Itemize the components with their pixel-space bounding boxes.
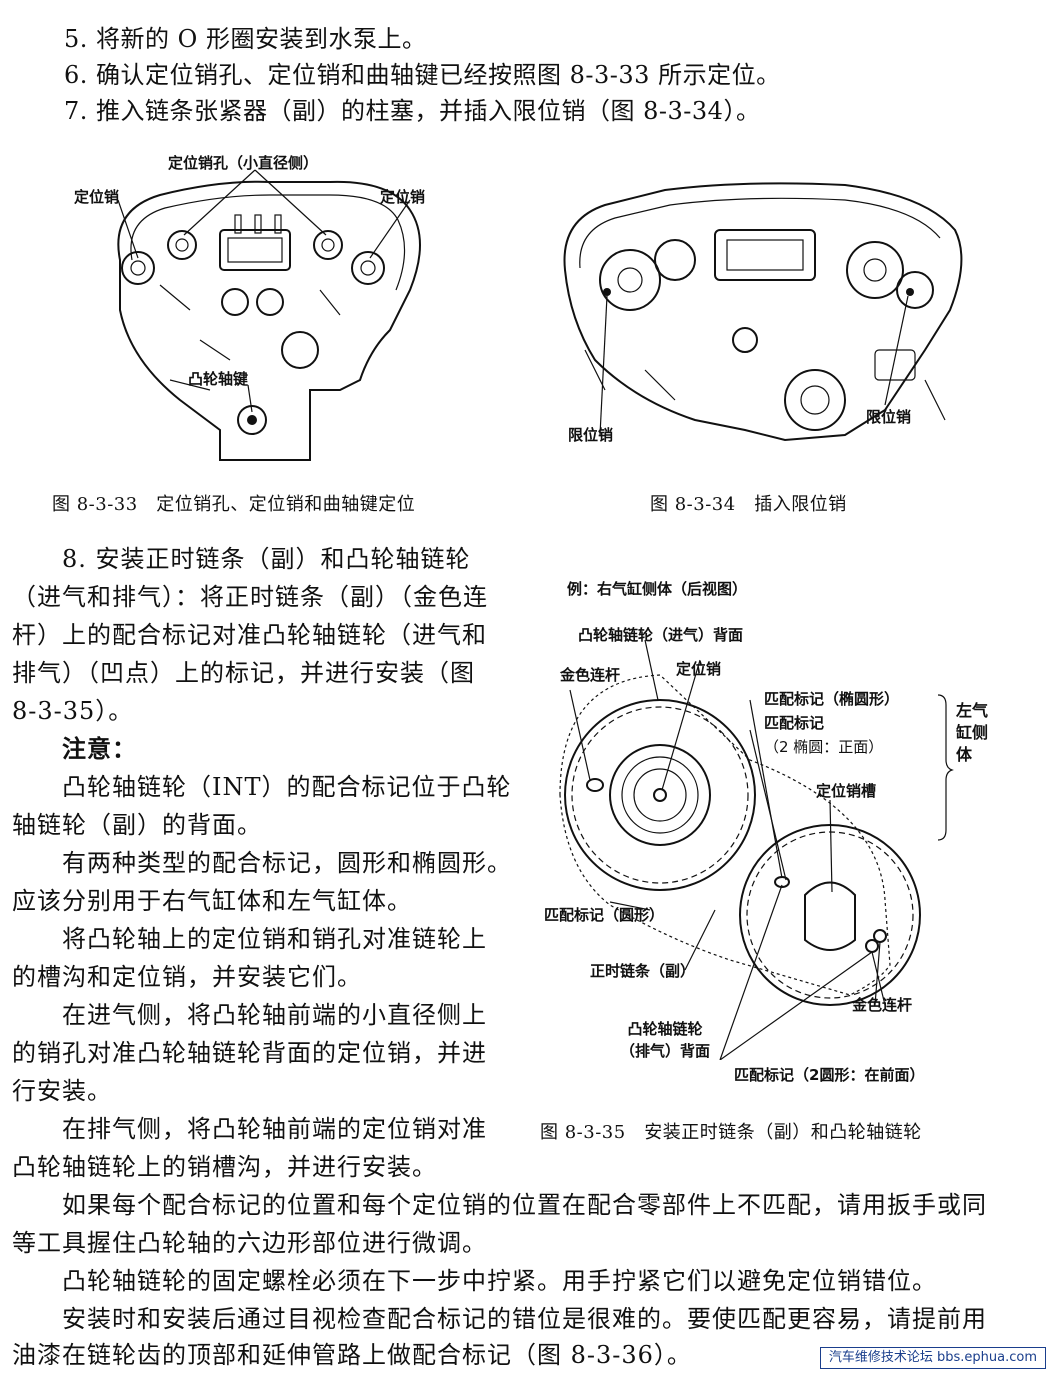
step-6: 6. 确认定位销孔、定位销和曲轴键已经按照图 8-3-33 所示定位。 [64, 61, 781, 89]
fig35-label-left-bank: 左气 缸侧 体 [956, 701, 989, 764]
step8-line-4: 排气）（凹点）上的标记，并进行安装（图 [12, 659, 475, 687]
note-line-8: 的销孔对准凸轮轴链轮背面的定位销，并进 [12, 1039, 487, 1067]
fig33-label-cam-key: 凸轮轴键 [188, 370, 249, 388]
fig35-label-match-2: 匹配标记 [764, 714, 825, 732]
step8-line-3: 杆）上的配合标记对准凸轮轴链轮（进气和 [12, 621, 487, 649]
fig35-label-match-round: 匹配标记（圆形） [544, 906, 665, 924]
step8-line-5: 8-3-35）。 [12, 697, 134, 725]
fig35-label-exhaust-back: 凸轮轴链轮 （排气）背面 [620, 1020, 711, 1060]
fig34-label-stopper-right: 限位销 [866, 408, 912, 426]
fig35-label-gold-link-bottom: 金色连杆 [852, 996, 913, 1014]
fig35-label-match-2-detail: （2 椭圆：正面） [764, 738, 884, 756]
watermark: 汽车维修技术论坛 bbs.ephua.com [819, 1347, 1046, 1369]
note-line-3: 有两种类型的配合标记，圆形和椭圆形。 [62, 849, 512, 877]
fig35-example: 例：右气缸侧体（后视图） [567, 580, 748, 598]
fig34-caption: 图 8-3-34 插入限位销 [650, 494, 847, 515]
fig35-label-intake-back: 凸轮轴链轮（进气）背面 [578, 626, 744, 644]
note-line-6: 的槽沟和定位销，并安装它们。 [12, 963, 362, 991]
step-5: 5. 将新的 O 形圈安装到水泵上。 [64, 25, 427, 53]
fig35-label-dowel-groove: 定位销槽 [816, 782, 877, 800]
note-line-7: 在进气侧，将凸轮轴前端的小直径侧上 [62, 1001, 487, 1029]
fig35-label-chain: 正时链条（副） [590, 962, 696, 980]
note-line-9: 行安装。 [12, 1077, 112, 1105]
note-line-4: 应该分别用于右气缸体和左气缸体。 [12, 887, 412, 915]
bottom-para-3-line-2: 油漆在链轮齿的顶部和延伸管路上做配合标记（图 8-3-36）。 [12, 1341, 692, 1369]
note-title: 注意： [62, 735, 137, 763]
step-7: 7. 推入链条张紧器（副）的柱塞，并插入限位销（图 8-3-34）。 [64, 97, 761, 125]
fig33-label-pin-left: 定位销 [74, 188, 120, 206]
engine-front-diagram-34 [563, 182, 963, 442]
fig35-label-match-2-round: 匹配标记（2圆形：在前面） [734, 1066, 925, 1084]
fig35-caption: 图 8-3-35 安装正时链条（副）和凸轮轴链轮 [540, 1122, 922, 1143]
note-line-1: 凸轮轴链轮（INT）的配合标记位于凸轮 [62, 773, 512, 801]
fig35-label-match-oval: 匹配标记（椭圆形） [764, 690, 900, 708]
fig35-label-gold-link-top: 金色连杆 [560, 666, 621, 684]
fig35-label-dowel: 定位销 [676, 660, 722, 678]
step8-line-2: （进气和排气）：将正时链条（副）（金色连 [12, 583, 488, 611]
engine-front-diagram-33 [117, 169, 421, 461]
bottom-para-2: 凸轮轴链轮的固定螺栓必须在下一步中拧紧。用手拧紧它们以避免定位销错位。 [62, 1267, 937, 1295]
fig33-caption: 图 8-3-33 定位销孔、定位销和曲轴键定位 [52, 494, 416, 515]
timing-chain-diagram [559, 639, 954, 1060]
bottom-para-1-line-2: 等工具握住凸轮轴的六边形部位进行微调。 [12, 1229, 487, 1257]
bottom-para-3-line-1: 安装时和安装后通过目视检查配合标记的错位是很难的。要使匹配更容易，请提前用 [62, 1305, 987, 1333]
note-line-5: 将凸轮轴上的定位销和销孔对准链轮上 [62, 925, 487, 953]
fig34-label-stopper-left: 限位销 [568, 426, 614, 444]
note-line-10: 在排气侧，将凸轮轴前端的定位销对准 [62, 1115, 487, 1143]
fig33-label-pin-holes: 定位销孔（小直径侧） [168, 154, 319, 172]
note-line-2: 轴链轮（副）的背面。 [12, 811, 262, 839]
bottom-para-1-line-1: 如果每个配合标记的位置和每个定位销的位置在配合零部件上不匹配，请用扳手或同 [62, 1191, 987, 1219]
fig33-label-pin-right: 定位销 [380, 188, 426, 206]
step8-line-1: 8. 安装正时链条（副）和凸轮轴链轮 [62, 545, 471, 573]
note-line-11: 凸轮轴链轮上的销槽沟，并进行安装。 [12, 1153, 437, 1181]
